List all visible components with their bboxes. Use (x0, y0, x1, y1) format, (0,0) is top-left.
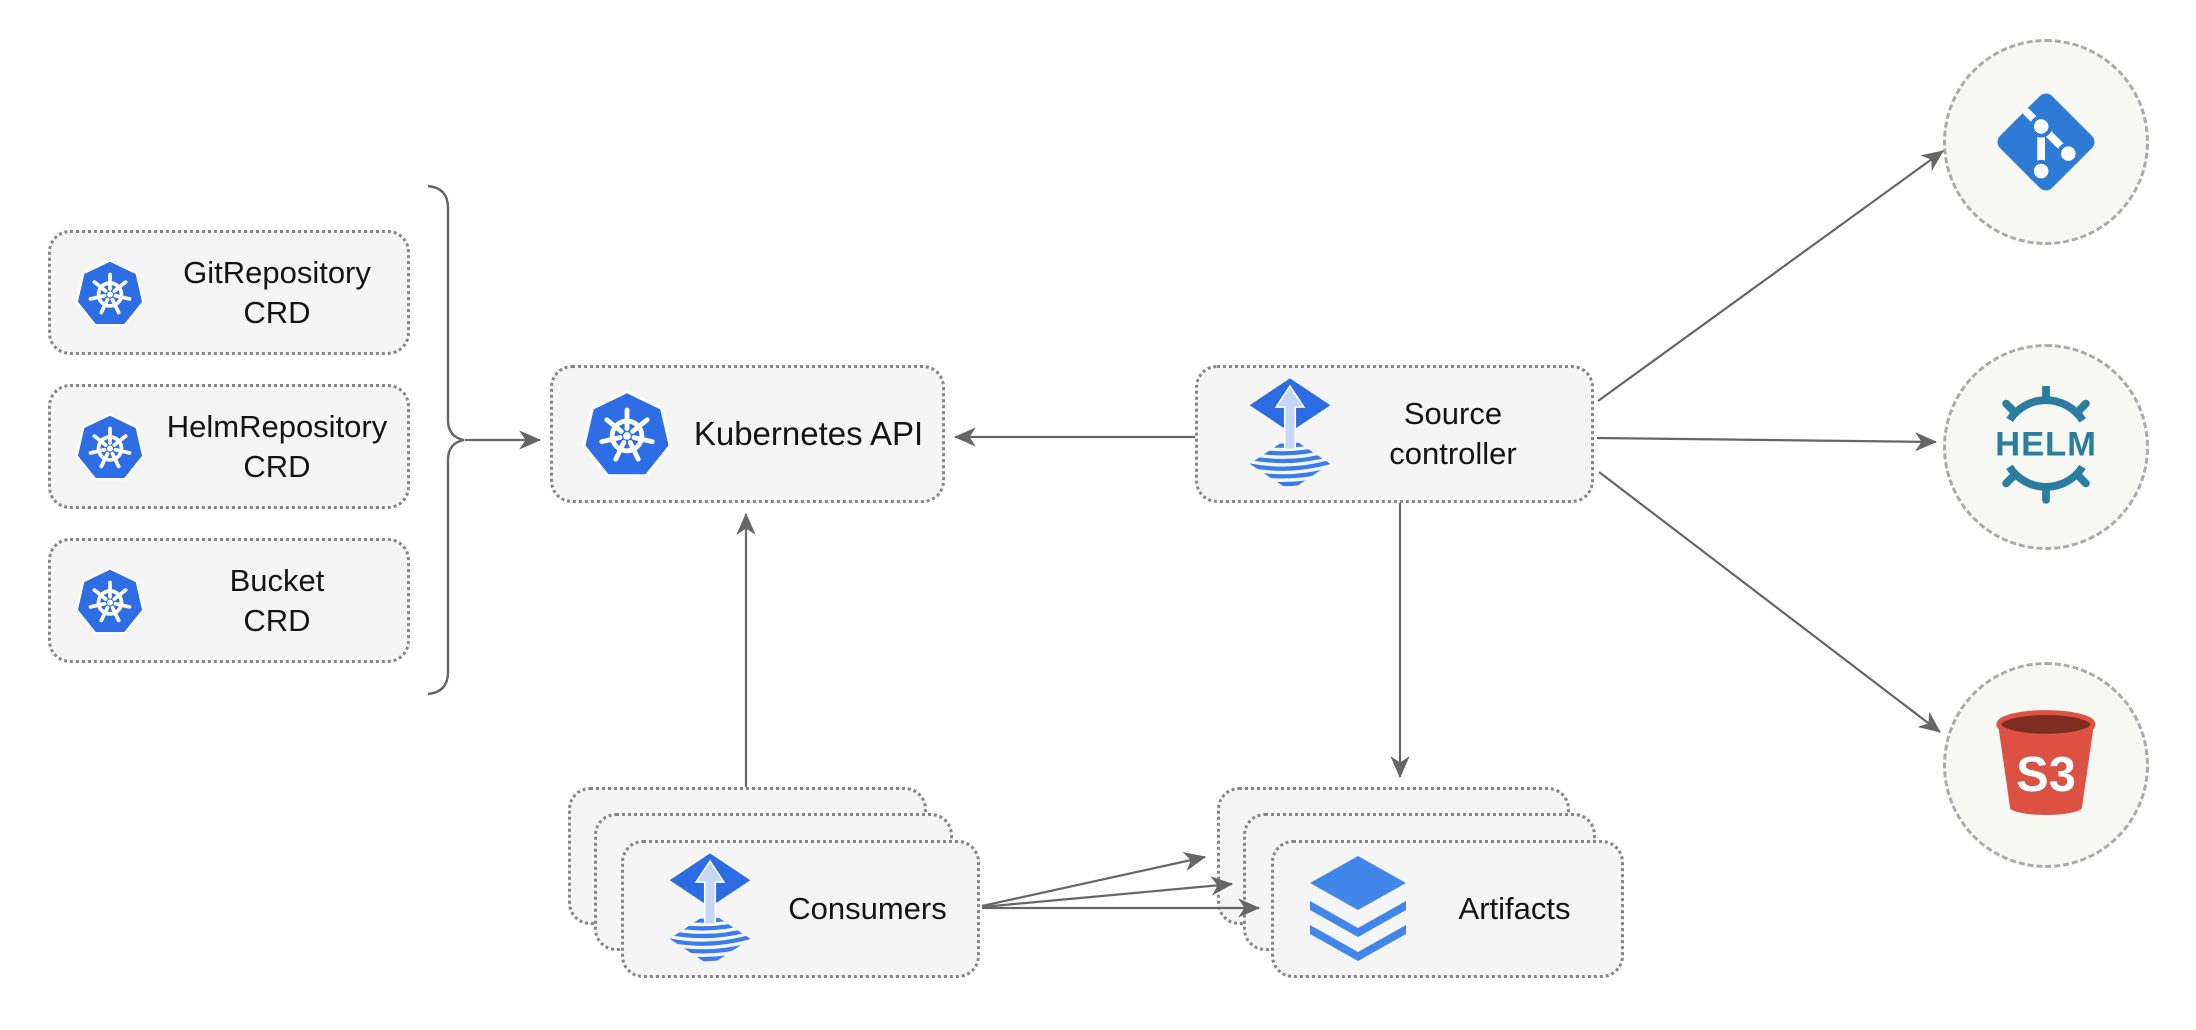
node-label: Consumers (788, 891, 947, 926)
node-label: Source controller (1389, 396, 1517, 471)
node-consumers: Consumers (621, 840, 980, 978)
kubernetes-icon (73, 410, 147, 484)
crd-group-bracket (427, 184, 465, 696)
node-helm-remote: HELM (1943, 344, 2149, 550)
edge-consumers-to-artifacts-middle (981, 876, 1234, 909)
helm-icon: HELM (1968, 386, 2124, 508)
edge-source-controller-to-helm (1596, 432, 1938, 452)
edge-source-controller-to-s3 (1598, 471, 1941, 733)
node-label: Artifacts (1458, 891, 1571, 926)
node-label: HelmRepository CRD (166, 408, 388, 484)
node-artifacts: Artifacts (1271, 840, 1624, 978)
kubernetes-icon (73, 256, 147, 330)
helm-wordmark: HELM (1995, 426, 2097, 464)
node-label: Bucket CRD (229, 562, 325, 638)
node-bucket-crd: Bucket CRD (48, 538, 410, 663)
edge-consumers-to-artifacts-back (981, 852, 1207, 908)
kubernetes-icon (73, 564, 147, 638)
kubernetes-icon (579, 386, 675, 482)
node-gitrepository-crd: GitRepository CRD (48, 230, 410, 355)
node-label: Kubernetes API (693, 415, 924, 452)
flux-icon (1242, 376, 1338, 492)
layers-icon (1308, 854, 1408, 964)
node-git-remote (1943, 39, 2149, 245)
node-s3-remote: S3 (1943, 662, 2149, 868)
node-helmrepository-crd: HelmRepository CRD (48, 384, 410, 509)
edge-source-controller-to-git (1597, 150, 1944, 402)
node-source-controller: Source controller (1195, 365, 1594, 503)
flux-icon (662, 851, 758, 967)
node-kubernetes-api: Kubernetes API (550, 365, 945, 503)
node-label: GitRepository CRD (183, 254, 371, 330)
s3-bucket-icon: S3 (1985, 700, 2107, 830)
s3-wordmark: S3 (2016, 748, 2076, 802)
git-icon (1983, 79, 2109, 205)
